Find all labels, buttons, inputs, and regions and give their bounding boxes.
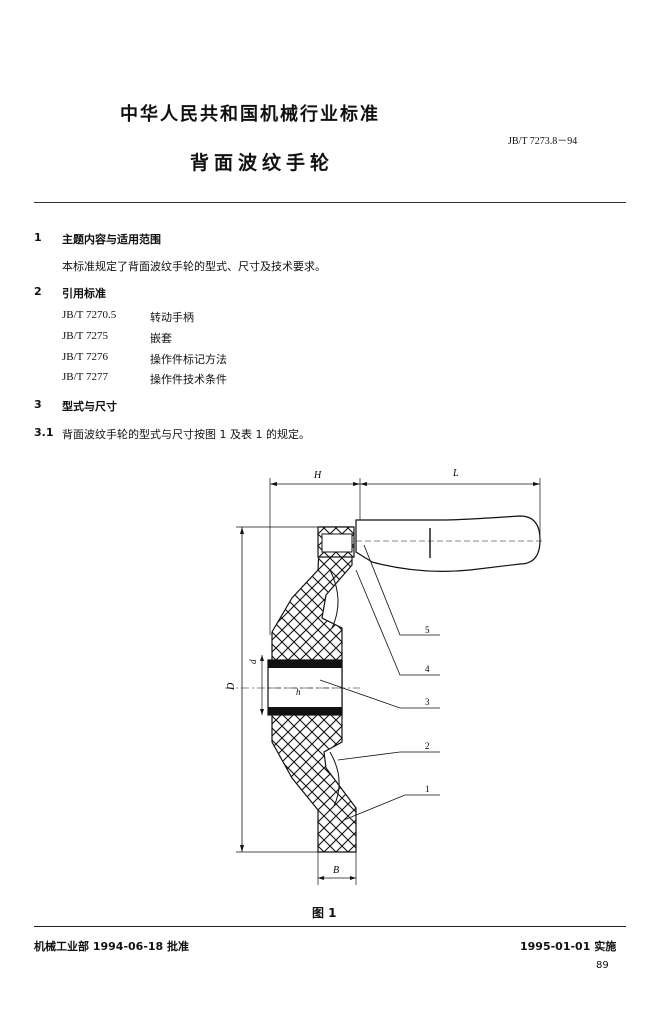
header-divider <box>34 202 626 203</box>
effective-date: 1995-01-01 实施 <box>520 940 617 953</box>
figure-caption: 图 1 <box>312 906 337 920</box>
ref-code: JB/T 7276 <box>62 351 108 363</box>
standard-code: JB/T 7273.8－94 <box>508 136 578 147</box>
ref-name: 转动手柄 <box>150 311 194 324</box>
callout-3: 3 <box>425 697 430 707</box>
ref-code: JB/T 7275 <box>62 330 108 342</box>
ref-name: 操作件技术条件 <box>150 373 227 386</box>
dim-B-label: B <box>333 865 339 876</box>
ref-code: JB/T 7277 <box>62 371 108 383</box>
callout-4: 4 <box>425 664 430 674</box>
callout-5: 5 <box>425 625 430 635</box>
section-2-title: 引用标准 <box>62 287 106 300</box>
document-title: 背面波纹手轮 <box>190 152 335 174</box>
dim-D-label: D <box>226 682 237 691</box>
section-3-1-number: 3.1 <box>34 426 54 439</box>
ref-code: JB/T 7270.5 <box>62 309 117 321</box>
section-1-title: 主题内容与适用范围 <box>62 233 161 246</box>
org-title: 中华人民共和国机械行业标准 <box>120 104 380 125</box>
dim-H-label: H <box>313 470 322 481</box>
dim-h-label: h <box>296 687 301 697</box>
dim-d-label: d <box>248 659 258 664</box>
footer-divider <box>34 926 626 927</box>
callout-1: 1 <box>425 784 430 794</box>
section-1-body: 本标准规定了背面波纹手轮的型式、尺寸及技术要求。 <box>62 260 326 273</box>
ref-name: 操作件标记方法 <box>150 353 227 366</box>
section-3-number: 3 <box>34 398 42 411</box>
section-1-number: 1 <box>34 231 42 244</box>
section-2-number: 2 <box>34 285 42 298</box>
section-3-1-body: 背面波纹手轮的型式与尺寸按图 1 及表 1 的规定。 <box>62 428 310 441</box>
callout-2: 2 <box>425 741 430 751</box>
section-3-title: 型式与尺寸 <box>62 400 117 413</box>
approval-note: 机械工业部 1994-06-18 批准 <box>34 940 190 953</box>
ref-name: 嵌套 <box>150 332 172 345</box>
page-number: 89 <box>596 960 609 971</box>
dim-L-label: L <box>452 468 459 479</box>
